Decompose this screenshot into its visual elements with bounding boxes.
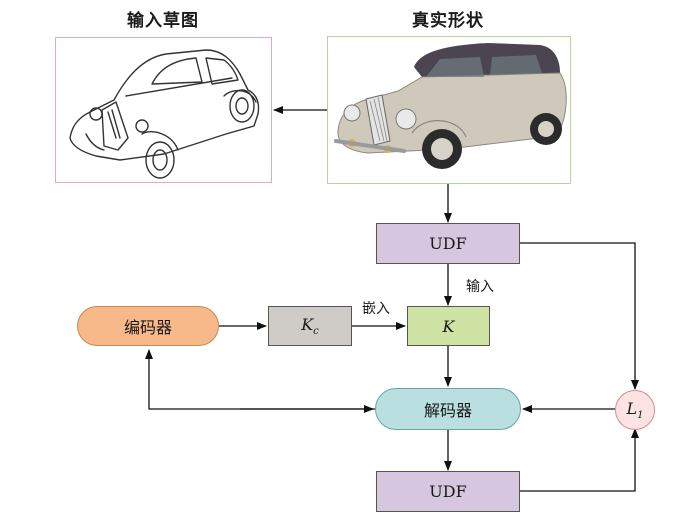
k-symbol: K	[442, 316, 455, 336]
udf-bottom-box: UDF	[376, 471, 520, 512]
k-box: K	[407, 306, 490, 346]
car-sketch-icon	[69, 49, 260, 179]
decoder-node: 解码器	[375, 388, 521, 430]
kc-subscript: c	[313, 326, 319, 338]
l1-symbol: L1	[627, 399, 644, 421]
real-shape-panel	[327, 36, 571, 184]
arrow-decoder-to-encoder	[145, 349, 375, 410]
kc-symbol: Kc	[301, 315, 319, 337]
input-edge-label: 输入	[466, 279, 494, 295]
embed-edge-label: 嵌入	[362, 301, 390, 317]
sketch-title: 输入草图	[127, 11, 199, 31]
encoder-node: 编码器	[77, 306, 219, 346]
l1-loss-node: L1	[615, 390, 655, 430]
udf-top-box: UDF	[376, 223, 520, 264]
l1-main: L	[626, 398, 638, 418]
input-sketch-panel	[55, 37, 272, 183]
arrow-udf-bottom-to-l1	[520, 428, 639, 492]
arrow-udf-top-to-l1	[520, 242, 639, 390]
vintage-car-photo-icon	[334, 43, 567, 169]
l1-subscript: 1	[637, 410, 644, 422]
real-shape-title: 真实形状	[412, 11, 484, 31]
kc-main: K	[301, 314, 314, 334]
kc-box: Kc	[268, 306, 352, 346]
